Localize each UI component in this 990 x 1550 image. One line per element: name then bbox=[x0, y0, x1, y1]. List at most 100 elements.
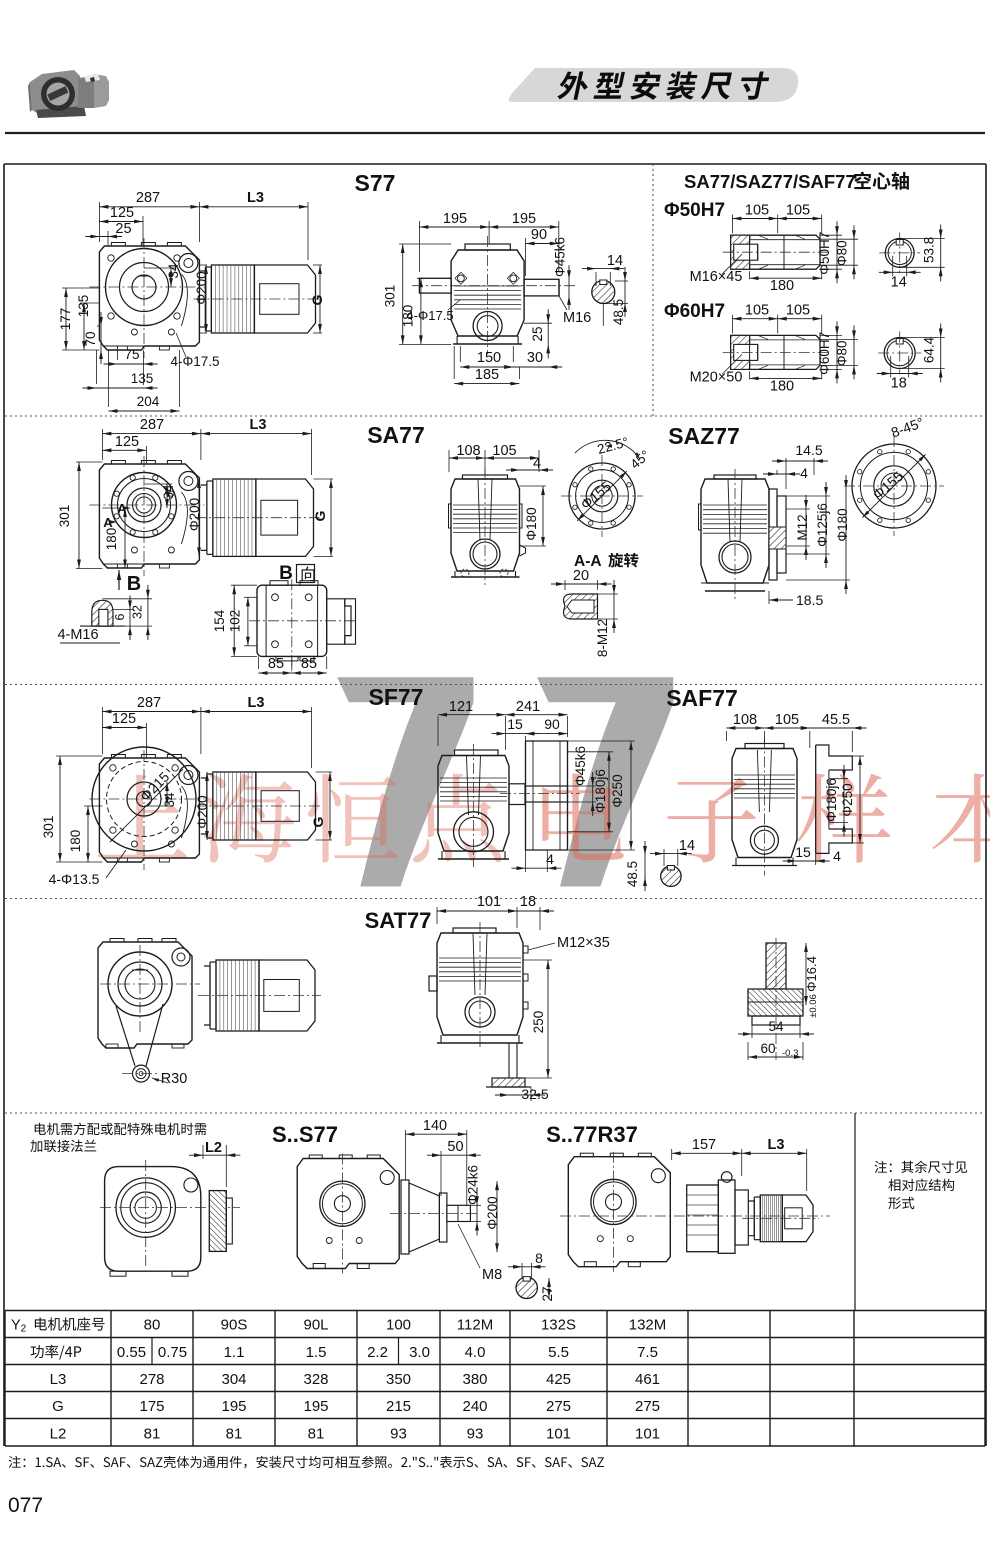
svg-text:195: 195 bbox=[443, 211, 467, 227]
svg-text:175: 175 bbox=[139, 1398, 164, 1415]
svg-text:132M: 132M bbox=[629, 1317, 667, 1334]
svg-text:M16×45: M16×45 bbox=[690, 269, 743, 285]
svg-text:Φ24k6: Φ24k6 bbox=[465, 1165, 480, 1205]
svg-text:101: 101 bbox=[635, 1426, 660, 1443]
svg-text:50: 50 bbox=[447, 1139, 463, 1155]
svg-text:278: 278 bbox=[139, 1371, 164, 1388]
svg-text:287: 287 bbox=[137, 695, 161, 711]
svg-text:SAF77: SAF77 bbox=[666, 685, 738, 711]
svg-text:8-45°: 8-45° bbox=[889, 414, 926, 441]
svg-text:34: 34 bbox=[166, 263, 181, 279]
svg-text:Φ200: Φ200 bbox=[195, 795, 210, 828]
svg-text:Φ155: Φ155 bbox=[577, 478, 614, 513]
svg-text:L3: L3 bbox=[248, 695, 265, 711]
svg-text:85: 85 bbox=[268, 656, 284, 672]
svg-text:101: 101 bbox=[477, 894, 501, 910]
svg-text:4-Φ17.5: 4-Φ17.5 bbox=[170, 354, 219, 369]
svg-text:105: 105 bbox=[786, 303, 810, 319]
svg-text:SA77: SA77 bbox=[367, 422, 425, 448]
svg-text:20: 20 bbox=[573, 568, 589, 584]
svg-text:SF77: SF77 bbox=[369, 684, 424, 710]
svg-text:Φ200: Φ200 bbox=[187, 498, 202, 531]
svg-text:A: A bbox=[117, 501, 127, 516]
svg-text:G: G bbox=[310, 816, 326, 827]
svg-text:287: 287 bbox=[136, 190, 160, 206]
svg-text:5.5: 5.5 bbox=[548, 1344, 569, 1361]
svg-text:L3: L3 bbox=[50, 1371, 67, 1388]
svg-text:L3: L3 bbox=[247, 190, 264, 206]
svg-text:L3: L3 bbox=[250, 417, 267, 433]
svg-text:22.5°: 22.5° bbox=[596, 434, 630, 457]
svg-text:30: 30 bbox=[527, 350, 543, 366]
svg-text:S77: S77 bbox=[355, 170, 396, 196]
svg-text:54: 54 bbox=[768, 1019, 784, 1034]
svg-text:157: 157 bbox=[692, 1137, 716, 1153]
svg-text:14: 14 bbox=[679, 838, 695, 854]
svg-text:45°: 45° bbox=[627, 447, 652, 472]
svg-text:25: 25 bbox=[115, 221, 131, 237]
svg-text:90L: 90L bbox=[303, 1317, 328, 1334]
svg-text:132S: 132S bbox=[541, 1317, 576, 1334]
svg-text:Φ200: Φ200 bbox=[194, 271, 209, 304]
svg-text:185: 185 bbox=[475, 367, 499, 383]
svg-text:1.5: 1.5 bbox=[306, 1344, 327, 1361]
svg-text:304: 304 bbox=[221, 1371, 246, 1388]
svg-text:105: 105 bbox=[745, 303, 769, 319]
svg-text:8: 8 bbox=[535, 1250, 543, 1266]
svg-text:Φ50H7: Φ50H7 bbox=[664, 200, 725, 221]
svg-text:328: 328 bbox=[303, 1371, 328, 1388]
svg-text:L3: L3 bbox=[768, 1137, 785, 1153]
svg-text:425: 425 bbox=[546, 1371, 571, 1388]
svg-text:L2: L2 bbox=[205, 1140, 222, 1156]
svg-text:A: A bbox=[103, 515, 113, 530]
svg-text:15: 15 bbox=[507, 716, 523, 732]
svg-text:B: B bbox=[127, 573, 141, 595]
svg-text:105: 105 bbox=[786, 203, 810, 219]
svg-text:93: 93 bbox=[467, 1426, 484, 1443]
svg-text:135: 135 bbox=[131, 371, 154, 386]
svg-text:S..S77: S..S77 bbox=[272, 1122, 338, 1147]
svg-text:180: 180 bbox=[401, 305, 416, 328]
svg-text:18: 18 bbox=[891, 376, 907, 392]
svg-text:75: 75 bbox=[124, 347, 139, 362]
svg-text:461: 461 bbox=[635, 1371, 660, 1388]
svg-text:M12×35: M12×35 bbox=[557, 935, 610, 951]
svg-text:105: 105 bbox=[492, 443, 516, 459]
svg-text:85: 85 bbox=[301, 656, 317, 672]
svg-text:34: 34 bbox=[161, 484, 176, 500]
svg-text:32.5: 32.5 bbox=[521, 1086, 548, 1102]
svg-text:195: 195 bbox=[512, 211, 536, 227]
svg-text:101: 101 bbox=[546, 1426, 571, 1443]
svg-text:125: 125 bbox=[110, 205, 134, 221]
svg-text:108: 108 bbox=[733, 712, 757, 728]
svg-text:90: 90 bbox=[544, 716, 560, 732]
svg-text:SA77/SAZ77/SAF77: SA77/SAZ77/SAF77 bbox=[684, 171, 856, 192]
svg-text:S..77R37: S..77R37 bbox=[546, 1122, 638, 1147]
svg-text:A-A: A-A bbox=[574, 553, 602, 570]
svg-text:180: 180 bbox=[770, 278, 794, 294]
svg-text:100: 100 bbox=[386, 1317, 411, 1334]
svg-text:3.0: 3.0 bbox=[409, 1344, 430, 1361]
svg-text:350: 350 bbox=[386, 1371, 411, 1388]
svg-text:195: 195 bbox=[221, 1398, 246, 1415]
svg-text:15: 15 bbox=[795, 844, 811, 860]
svg-text:Φ80: Φ80 bbox=[835, 341, 850, 367]
svg-text:-0.3: -0.3 bbox=[782, 1048, 798, 1059]
svg-text:Φ180: Φ180 bbox=[524, 507, 539, 540]
svg-text:Φ50H7: Φ50H7 bbox=[817, 232, 832, 275]
svg-text:275: 275 bbox=[546, 1398, 571, 1415]
svg-text:81: 81 bbox=[308, 1426, 325, 1443]
svg-text:48.5: 48.5 bbox=[611, 299, 626, 325]
svg-text:Φ16.4: Φ16.4 bbox=[804, 956, 819, 992]
svg-text:SAT77: SAT77 bbox=[365, 908, 432, 933]
svg-text:8-M12: 8-M12 bbox=[595, 619, 610, 657]
svg-text:32: 32 bbox=[131, 605, 145, 619]
svg-text:135: 135 bbox=[76, 295, 91, 318]
svg-text:18: 18 bbox=[520, 894, 536, 910]
svg-text:2.2: 2.2 bbox=[367, 1344, 388, 1361]
svg-text:25: 25 bbox=[530, 326, 545, 341]
svg-text:Φ180j6: Φ180j6 bbox=[824, 778, 839, 822]
svg-text:287: 287 bbox=[140, 417, 164, 433]
svg-text:105: 105 bbox=[745, 203, 769, 219]
svg-text:4: 4 bbox=[833, 848, 841, 864]
